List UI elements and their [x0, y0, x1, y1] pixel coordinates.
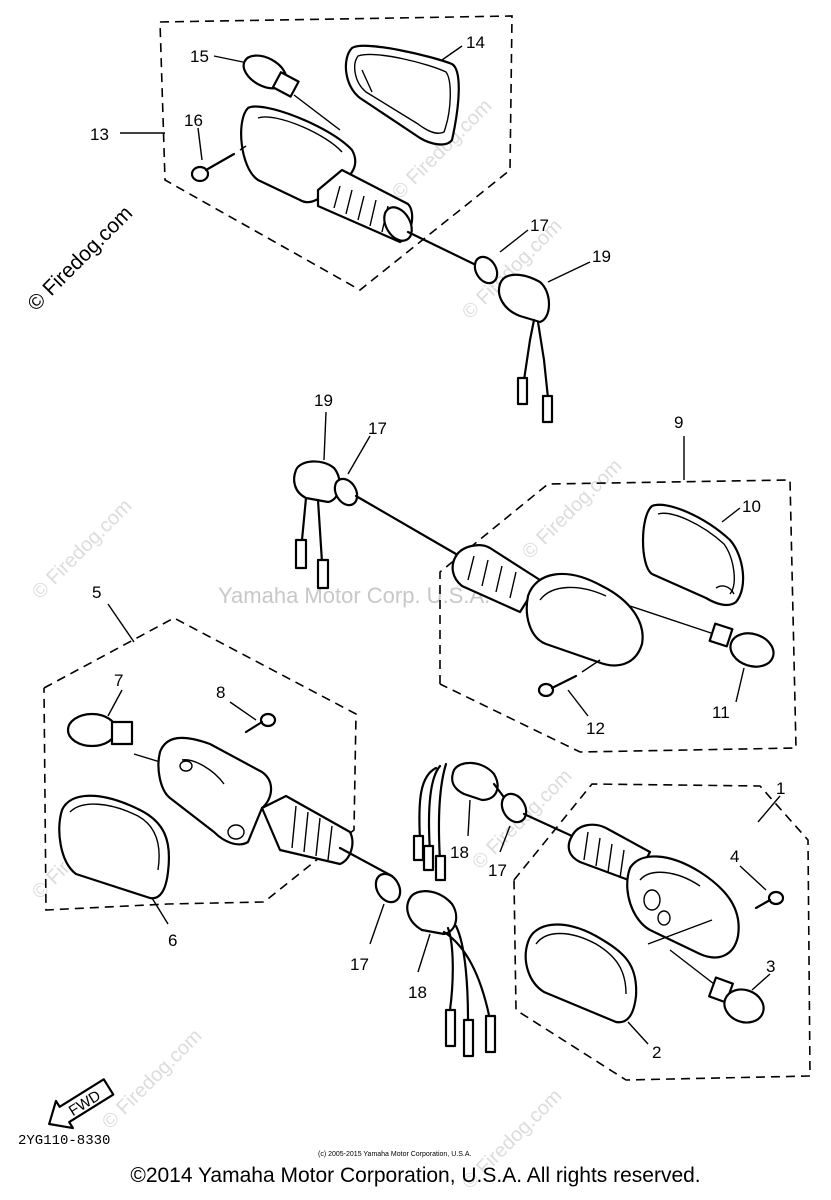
leader-4	[739, 865, 767, 891]
leader-11	[735, 667, 745, 703]
leader-12	[567, 689, 589, 717]
leader-14	[441, 45, 463, 61]
callout-11: 11	[712, 703, 730, 722]
screw-16	[190, 145, 247, 183]
grommet-17-lower-left	[374, 872, 402, 904]
callout-5: 5	[92, 583, 101, 602]
leader-17a	[499, 229, 529, 253]
leader-7	[107, 689, 123, 717]
callout-17b: 17	[368, 419, 387, 438]
diagram-code: 2YG110-8330	[18, 1133, 110, 1149]
callout-1: 1	[776, 779, 785, 798]
leader-1	[757, 795, 781, 823]
leader-19b	[323, 411, 327, 461]
connector-cover-19-mid	[293, 460, 341, 590]
assembly-5-boundary	[43, 617, 357, 911]
housing-13	[240, 105, 480, 268]
grommet-17-upper-right	[500, 792, 574, 838]
callout-19a: 19	[592, 247, 611, 266]
leader-17b	[347, 435, 371, 475]
screw-8	[244, 712, 277, 734]
connector-cover-18-lower-left	[406, 890, 497, 1058]
callout-3: 3	[766, 957, 775, 976]
housing-1	[567, 823, 740, 959]
callout-2: 2	[652, 1043, 661, 1062]
lens-2	[524, 923, 638, 1024]
watermark-center: Yamaha Motor Corp. U.S.A.	[218, 583, 490, 608]
leader-18b	[417, 933, 431, 973]
callout-13: 13	[90, 125, 109, 144]
connector-cover-19-top	[497, 273, 554, 424]
watermark-side: © Firedog.com	[23, 202, 137, 316]
leader-19a	[547, 261, 591, 283]
assembly-13-boundary	[159, 15, 513, 291]
watermark-ghost: © Firedog.com	[518, 455, 627, 564]
connector-cover-18-upper	[412, 761, 508, 882]
assembly-1-boundary	[513, 783, 811, 1081]
leader-16	[197, 127, 203, 161]
bulb-15	[242, 54, 341, 131]
callout-15: 15	[190, 47, 209, 66]
screw-12	[537, 659, 601, 698]
leader-17d	[499, 825, 511, 853]
callout-12: 12	[586, 719, 605, 738]
leader-8	[229, 701, 257, 721]
callout-17a: 17	[530, 216, 549, 235]
callout-7: 7	[114, 671, 123, 690]
housing-9	[451, 544, 644, 667]
leader-17c	[369, 903, 385, 945]
lens-10	[642, 503, 745, 607]
leader-10	[721, 507, 741, 523]
callout-14: 14	[466, 33, 485, 52]
assembly-9-boundary	[439, 479, 797, 753]
grommet-17-mid	[333, 477, 458, 556]
lens-6	[58, 794, 170, 900]
watermark-ghost: © Firedog.com	[98, 1025, 207, 1134]
leader-18a	[467, 799, 471, 837]
screw-4	[754, 890, 785, 910]
callout-4: 4	[730, 847, 739, 866]
callout-17d: 17	[488, 861, 507, 880]
small-copyright: (c) 2005-2015 Yamaha Motor Corporation, …	[318, 1151, 471, 1158]
leader-6	[151, 897, 169, 925]
lens-14	[344, 44, 460, 146]
callout-19b: 19	[314, 391, 333, 410]
watermark-ghost: © Firedog.com	[28, 495, 137, 604]
callout-16: 16	[184, 111, 203, 130]
leader-2	[627, 1021, 649, 1045]
callout-6: 6	[168, 931, 177, 950]
callout-18b: 18	[408, 983, 427, 1002]
callout-9: 9	[674, 413, 683, 432]
callout-17c: 17	[350, 955, 369, 974]
callout-10: 10	[742, 497, 761, 516]
fwd-arrow-icon: FWD	[48, 1078, 115, 1130]
leader-15	[213, 55, 244, 63]
housing-5	[157, 736, 394, 878]
callout-18a: 18	[450, 843, 469, 862]
leader-5	[107, 603, 135, 643]
bulb-3	[647, 919, 765, 1024]
callout-8: 8	[216, 683, 225, 702]
bulb-11	[629, 605, 775, 668]
leader-3	[751, 973, 771, 991]
copyright-notice: ©2014 Yamaha Motor Corporation, U.S.A. A…	[130, 1164, 701, 1187]
grommet-17-top	[473, 255, 499, 285]
bulb-7	[66, 712, 207, 777]
